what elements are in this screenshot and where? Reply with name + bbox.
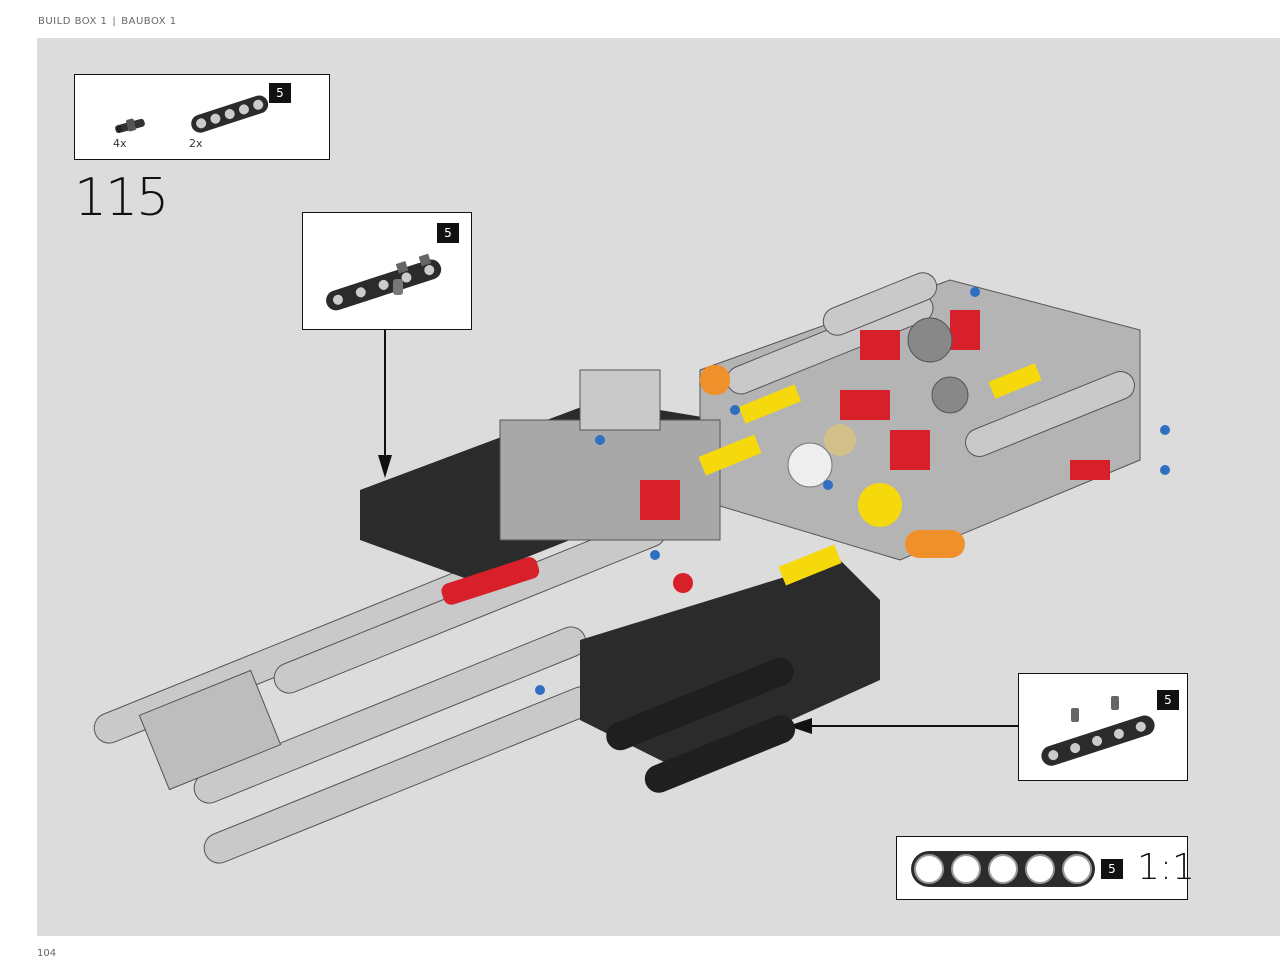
sub-assembly-callout-top: 5 — [302, 212, 472, 330]
beam-with-pins-icon — [326, 253, 442, 311]
sub-assembly-callout-right: 5 — [1018, 673, 1188, 781]
baubox-label: BAUBOX 1 — [121, 16, 177, 27]
beam-length-badge-right: 5 — [1157, 690, 1179, 710]
beam-5-scale-icon — [911, 851, 1095, 887]
header-separator: | — [112, 16, 117, 27]
step-number: 115 — [74, 168, 169, 228]
scale-beam-length-badge: 5 — [1101, 859, 1123, 879]
parts-list-callout: 4x 2x 5 — [74, 74, 330, 160]
page-header: BUILD BOX 1 | BAUBOX 1 — [38, 16, 177, 27]
parts-list-graphics — [115, 95, 269, 134]
beam-with-pins-icon-right — [1041, 696, 1155, 766]
beam-5-icon — [191, 95, 269, 133]
axle-pin-icon — [115, 118, 145, 134]
part-quantity-beam: 2x — [189, 137, 203, 150]
instruction-panel — [37, 38, 1280, 936]
page-number: 104 — [37, 948, 57, 959]
part-quantity-axle-pin: 4x — [113, 137, 127, 150]
beam-length-badge: 5 — [269, 83, 291, 103]
build-box-label: BUILD BOX 1 — [38, 16, 108, 27]
beam-length-badge-top: 5 — [437, 223, 459, 243]
scale-label: 1:1 — [1137, 847, 1195, 888]
scale-reference-callout: 5 1:1 — [896, 836, 1195, 900]
